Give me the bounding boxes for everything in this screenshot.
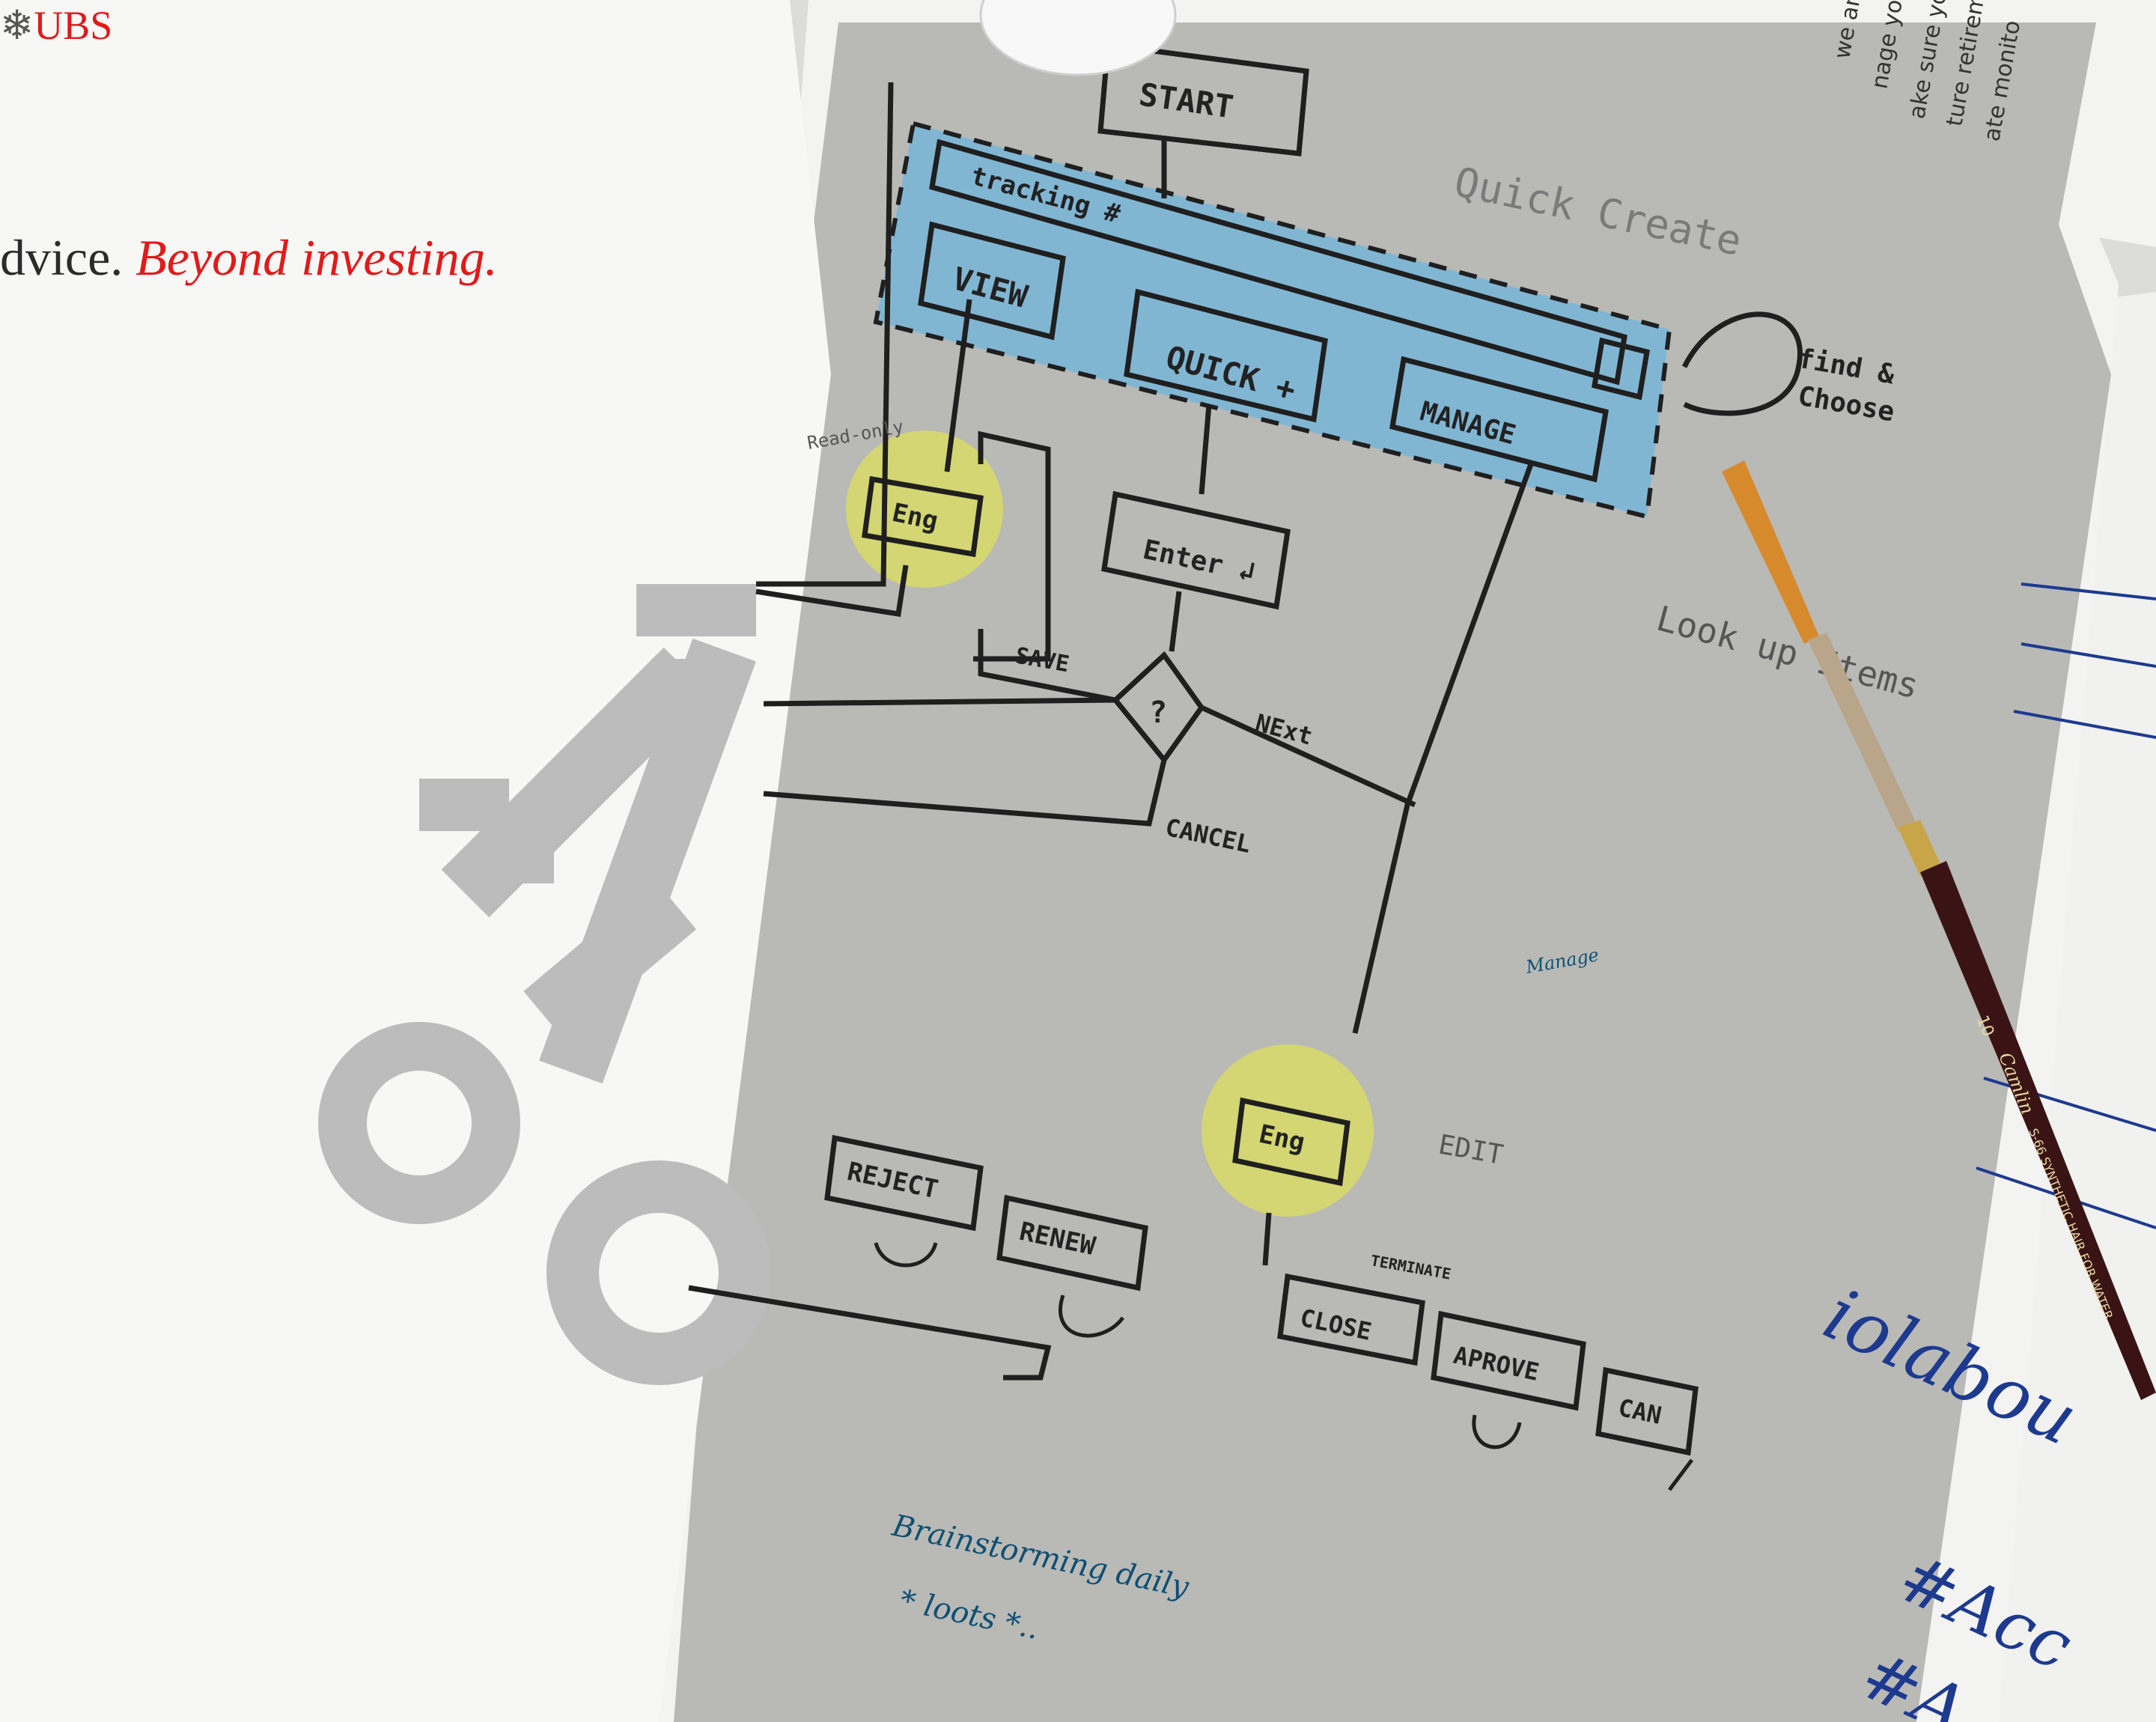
- enter-box: [1101, 490, 1291, 610]
- edit-note: EDIT: [1436, 1129, 1505, 1170]
- start-box: [1097, 42, 1309, 156]
- tracking-go-box: [1592, 337, 1650, 401]
- eng-highlight-bottom: [1202, 1044, 1374, 1217]
- reject-box: [824, 1134, 984, 1232]
- eng-box-bottom: [1232, 1097, 1350, 1187]
- white-cup: [979, 0, 1177, 76]
- tracking-input-box: [929, 139, 1627, 386]
- tagline-accent: Beyond investing.: [135, 229, 498, 286]
- paintbrush: 10 Camlin S-66 SYNTHETIC HAIR FOR WATER: [1722, 460, 2156, 1400]
- tagline: dvice. Beyond investing.: [0, 228, 498, 287]
- view-box: [918, 221, 1066, 341]
- manage-box: [1389, 356, 1609, 483]
- can-box: [1595, 1366, 1699, 1456]
- note-line2: * loots *..: [897, 1583, 1042, 1646]
- eng-box-top: [862, 475, 984, 558]
- reject-label: REJECT: [844, 1157, 940, 1205]
- right-sheet-line3: #A: [1850, 1636, 1979, 1722]
- manage-pen-note: Manage: [1523, 944, 1601, 978]
- renew-box: [996, 1194, 1148, 1292]
- right-sheet-line1: iolabou: [1812, 1272, 2089, 1461]
- tagline-prefix: dvice.: [0, 229, 124, 286]
- can-label: CAN: [1616, 1393, 1663, 1430]
- brand-name: UBS: [34, 3, 113, 48]
- terminate-label: TERMINATE: [1369, 1251, 1452, 1283]
- top-note-5: ate monito: [1979, 19, 2026, 144]
- approve-label: APROVE: [1451, 1341, 1541, 1387]
- ubs-keys-watermark: [318, 584, 771, 1385]
- close-box: [1277, 1273, 1425, 1366]
- right-sheet-lines: [1976, 582, 2156, 1229]
- renew-label: RENEW: [1017, 1217, 1098, 1262]
- start-label: START: [1137, 76, 1236, 125]
- top-note-2: nage your: [1866, 0, 1912, 91]
- approve-box: [1431, 1310, 1586, 1411]
- cancel-label: CANCEL: [1163, 813, 1253, 859]
- quick-create-note: Quick Create: [1450, 158, 1746, 265]
- ubs-logo: ❄UBS: [0, 1, 112, 49]
- decision-label: ?: [1149, 696, 1167, 730]
- ubs-keys-icon: ❄: [0, 3, 34, 48]
- save-label: SAVE: [1014, 642, 1071, 678]
- lookup-note: Look up Items: [1652, 597, 1923, 706]
- top-note-1: we are he: [1829, 0, 1874, 61]
- quick-box: [1124, 288, 1328, 423]
- brush-series: S-66 SYNTHETIC HAIR FOR WATER: [2026, 1126, 2116, 1321]
